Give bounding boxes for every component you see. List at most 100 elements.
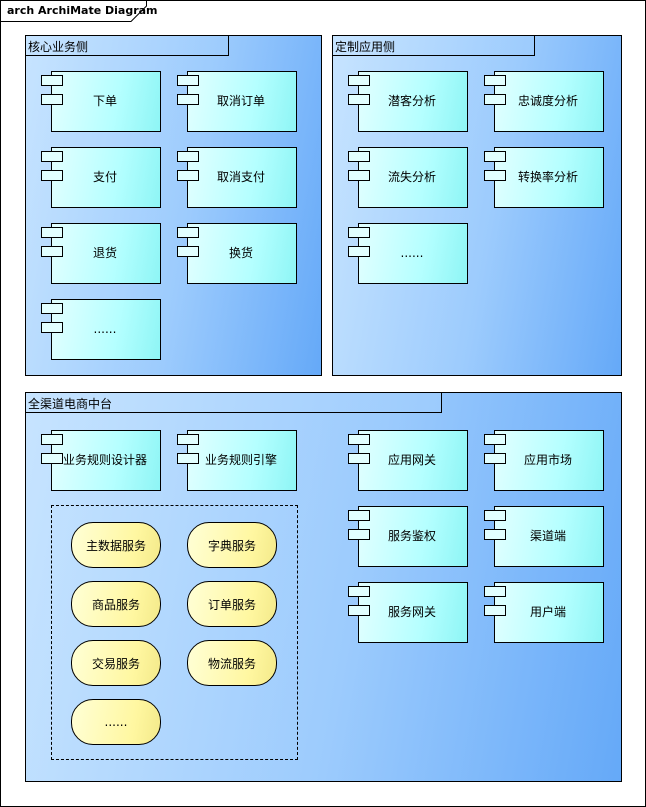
component-body: [51, 223, 161, 284]
component-port-icon: [177, 170, 199, 181]
component-place-order[interactable]: 下单: [41, 71, 161, 132]
service-label: 交易服务: [91, 656, 140, 671]
component-port-icon: [177, 434, 199, 445]
component-port-icon: [484, 75, 506, 86]
component-port-icon: [484, 605, 506, 616]
component-payment[interactable]: 支付: [41, 147, 161, 208]
component-prospect-analysis[interactable]: 潜客分析: [348, 71, 468, 132]
component-app-market[interactable]: 应用市场: [484, 430, 604, 491]
component-loyalty-analysis[interactable]: 忠诚度分析: [484, 71, 604, 132]
component-label: 应用网关: [387, 453, 436, 467]
component-cancel-order[interactable]: 取消订单: [177, 71, 297, 132]
component-port-icon: [484, 510, 506, 521]
component-body: [494, 147, 604, 208]
component-port-icon: [348, 94, 370, 105]
component-label: 渠道端: [529, 529, 566, 543]
component-port-icon: [177, 151, 199, 162]
component-body: [358, 147, 468, 208]
component-label: ......: [93, 321, 117, 336]
service-label: 商品服务: [91, 597, 140, 612]
component-churn-analysis[interactable]: 流失分析: [348, 147, 468, 208]
group-omnichannel-platform-tab: 全渠道电商中台: [25, 392, 442, 413]
service-order[interactable]: 订单服务: [187, 581, 277, 627]
component-port-icon: [484, 586, 506, 597]
component-body: [494, 506, 604, 567]
component-port-icon: [348, 586, 370, 597]
component-label: 支付: [92, 170, 117, 184]
component-body: [494, 71, 604, 132]
component-port-icon: [41, 303, 63, 314]
component-channel-end[interactable]: 渠道端: [484, 506, 604, 567]
service-master-data[interactable]: 主数据服务: [71, 522, 161, 568]
component-port-icon: [41, 75, 63, 86]
title-tab-outline: [1, 1, 147, 22]
component-body: [51, 147, 161, 208]
service-label: 主数据服务: [85, 538, 146, 553]
component-port-icon: [177, 227, 199, 238]
component-port-icon: [177, 94, 199, 105]
component-label: 取消支付: [216, 170, 265, 184]
component-port-icon: [177, 453, 199, 464]
component-service-auth[interactable]: 服务鉴权: [348, 506, 468, 567]
group-core-business-tab: 核心业务侧: [25, 35, 229, 56]
component-body: [51, 71, 161, 132]
component-port-icon: [484, 94, 506, 105]
component-cancel-payment[interactable]: 取消支付: [177, 147, 297, 208]
component-port-icon: [41, 246, 63, 257]
service-label: 物流服务: [207, 656, 256, 671]
service-dictionary[interactable]: 字典服务: [187, 522, 277, 568]
component-conversion-analysis[interactable]: 转换率分析: [484, 147, 604, 208]
component-body: [51, 430, 161, 491]
service-more[interactable]: ......: [71, 699, 161, 745]
component-label: 退货: [92, 246, 117, 260]
component-body: [187, 223, 297, 284]
component-label: 服务网关: [387, 605, 436, 619]
component-user-end[interactable]: 用户端: [484, 582, 604, 643]
component-port-icon: [348, 434, 370, 445]
group-custom-apps-title: 定制应用侧: [335, 40, 396, 54]
component-body: [187, 147, 297, 208]
component-port-icon: [348, 151, 370, 162]
component-label: 转换率分析: [517, 170, 578, 184]
component-label: 业务规则引擎: [204, 453, 277, 467]
component-label: 流失分析: [387, 170, 436, 184]
component-exchange[interactable]: 换货: [177, 223, 297, 284]
services-container: [51, 505, 298, 760]
group-custom-apps-tab: 定制应用侧: [332, 35, 535, 56]
component-port-icon: [348, 510, 370, 521]
component-return[interactable]: 退货: [41, 223, 161, 284]
component-port-icon: [484, 529, 506, 540]
component-rule-engine[interactable]: 业务规则引擎: [177, 430, 297, 491]
component-port-icon: [484, 453, 506, 464]
component-label: 业务规则设计器: [62, 453, 147, 467]
component-port-icon: [41, 94, 63, 105]
component-more-custom[interactable]: ......: [348, 223, 468, 284]
component-more-core[interactable]: ......: [41, 299, 161, 360]
service-transaction[interactable]: 交易服务: [71, 640, 161, 686]
component-port-icon: [41, 322, 63, 333]
component-label: 应用市场: [523, 453, 572, 467]
component-label: 换货: [228, 246, 253, 260]
service-label: 订单服务: [207, 597, 256, 612]
component-port-icon: [41, 434, 63, 445]
service-label: 字典服务: [207, 538, 256, 553]
component-body: [358, 430, 468, 491]
component-port-icon: [41, 453, 63, 464]
service-label: ......: [104, 715, 128, 729]
component-port-icon: [484, 170, 506, 181]
component-port-icon: [41, 151, 63, 162]
component-port-icon: [348, 75, 370, 86]
component-label: 下单: [92, 94, 117, 108]
component-body: [494, 582, 604, 643]
component-rule-designer[interactable]: 业务规则设计器: [41, 430, 161, 491]
component-label: 服务鉴权: [387, 529, 436, 543]
component-app-gateway[interactable]: 应用网关: [348, 430, 468, 491]
component-port-icon: [41, 227, 63, 238]
component-label: 用户端: [529, 605, 566, 619]
service-logistics[interactable]: 物流服务: [187, 640, 277, 686]
component-port-icon: [484, 151, 506, 162]
component-label: 忠诚度分析: [517, 94, 578, 108]
service-product[interactable]: 商品服务: [71, 581, 161, 627]
component-body: [494, 430, 604, 491]
component-service-gateway[interactable]: 服务网关: [348, 582, 468, 643]
